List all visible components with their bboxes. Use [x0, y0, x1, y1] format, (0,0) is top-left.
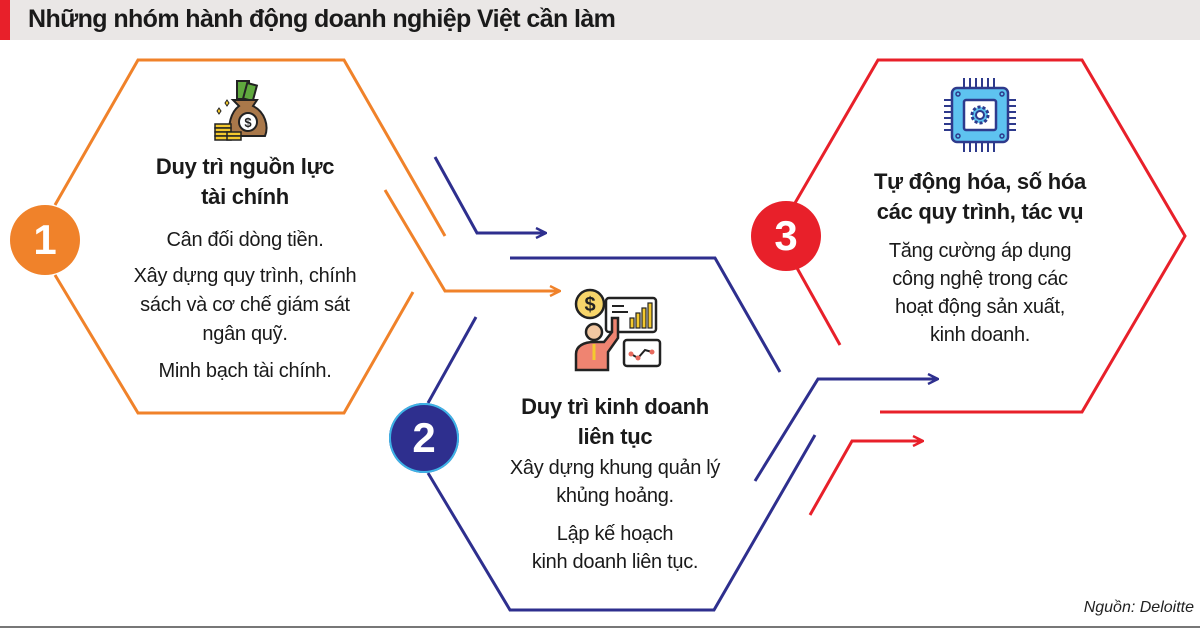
step-badge-2: 2 [389, 403, 459, 473]
text-line: hoạt động sản xuất, [895, 296, 1065, 318]
hexagon-1-outline [53, 58, 447, 415]
group-3-content: Tự động hóa, số hóa các quy trình, tác v… [830, 167, 1130, 349]
group-3-title: Tự động hóa, số hóa các quy trình, tác v… [830, 167, 1130, 227]
group-3-title-line1: Tự động hóa, số hóa [874, 169, 1086, 194]
group-1-item-1: Cân đối dòng tiền. [100, 226, 390, 254]
step-badge-1: 1 [10, 205, 80, 275]
arrow-1-to-2 [383, 189, 560, 291]
text-line: kinh doanh liên tục. [531, 551, 699, 573]
group-2-title-line1: Duy trì kinh doanh [521, 394, 709, 419]
text-line: Minh bạch tài chính. [158, 360, 332, 382]
group-1-title: Duy trì nguồn lực tài chính [100, 152, 390, 212]
business-presentation-icon: $ [574, 288, 662, 372]
page-title: Những nhóm hành động doanh nghiệp Việt c… [28, 5, 616, 33]
group-2-title: Duy trì kinh doanh liên tục [470, 392, 760, 452]
group-1-title-line1: Duy trì nguồn lực [155, 154, 335, 179]
arrow-2-to-3 [753, 379, 938, 482]
text-line: Cân đối dòng tiền. [166, 229, 324, 251]
arrow-red-lower [808, 441, 923, 516]
group-2-content: Duy trì kinh doanh liên tục Xây dựng khu… [470, 392, 760, 576]
source-credit: Nguồn: Deloitte [1083, 599, 1194, 616]
step-badge-3: 3 [751, 201, 821, 271]
text-line: Tăng cường áp dụng [888, 240, 1072, 262]
group-3-title-line2: các quy trình, tác vụ [876, 199, 1084, 224]
text-line: khủng hoảng. [556, 485, 674, 507]
group-1-item-3: Minh bạch tài chính. [100, 357, 390, 385]
arrow-blue-upper [433, 156, 546, 233]
group-2-title-line2: liên tục [577, 424, 653, 449]
group-1-item-2: Xây dựng quy trình, chính sách và cơ chế… [100, 262, 390, 349]
cpu-chip-gear-icon [944, 78, 1016, 152]
group-2-item-1: Xây dựng khung quản lý khủng hoảng. [470, 454, 760, 510]
money-bag-icon: $ [214, 80, 268, 141]
header-accent-bar [0, 0, 10, 40]
group-1-title-line2: tài chính [201, 184, 289, 209]
text-line: công nghệ trong các [892, 268, 1068, 290]
group-2-item-2: Lập kế hoạch kinh doanh liên tục. [470, 520, 760, 576]
hexagon-2-outline [426, 256, 817, 612]
group-1-content: Duy trì nguồn lực tài chính Cân đối dòng… [100, 152, 390, 385]
text-line: Xây dựng khung quản lý [509, 457, 721, 479]
text-line: sách và cơ chế giám sát [140, 294, 350, 316]
svg-text:$: $ [584, 294, 595, 316]
text-line: Lập kế hoạch [556, 523, 674, 545]
text-line: ngân quỹ. [202, 323, 288, 345]
text-line: Xây dựng quy trình, chính [133, 265, 357, 287]
bottom-divider [0, 626, 1200, 628]
header-bar: Những nhóm hành động doanh nghiệp Việt c… [0, 0, 1200, 40]
group-3-item-1: Tăng cường áp dụng công nghệ trong các h… [830, 237, 1130, 349]
svg-text:$: $ [244, 115, 252, 130]
text-line: kinh doanh. [929, 324, 1031, 346]
hexagon-3-outline [793, 58, 1187, 414]
